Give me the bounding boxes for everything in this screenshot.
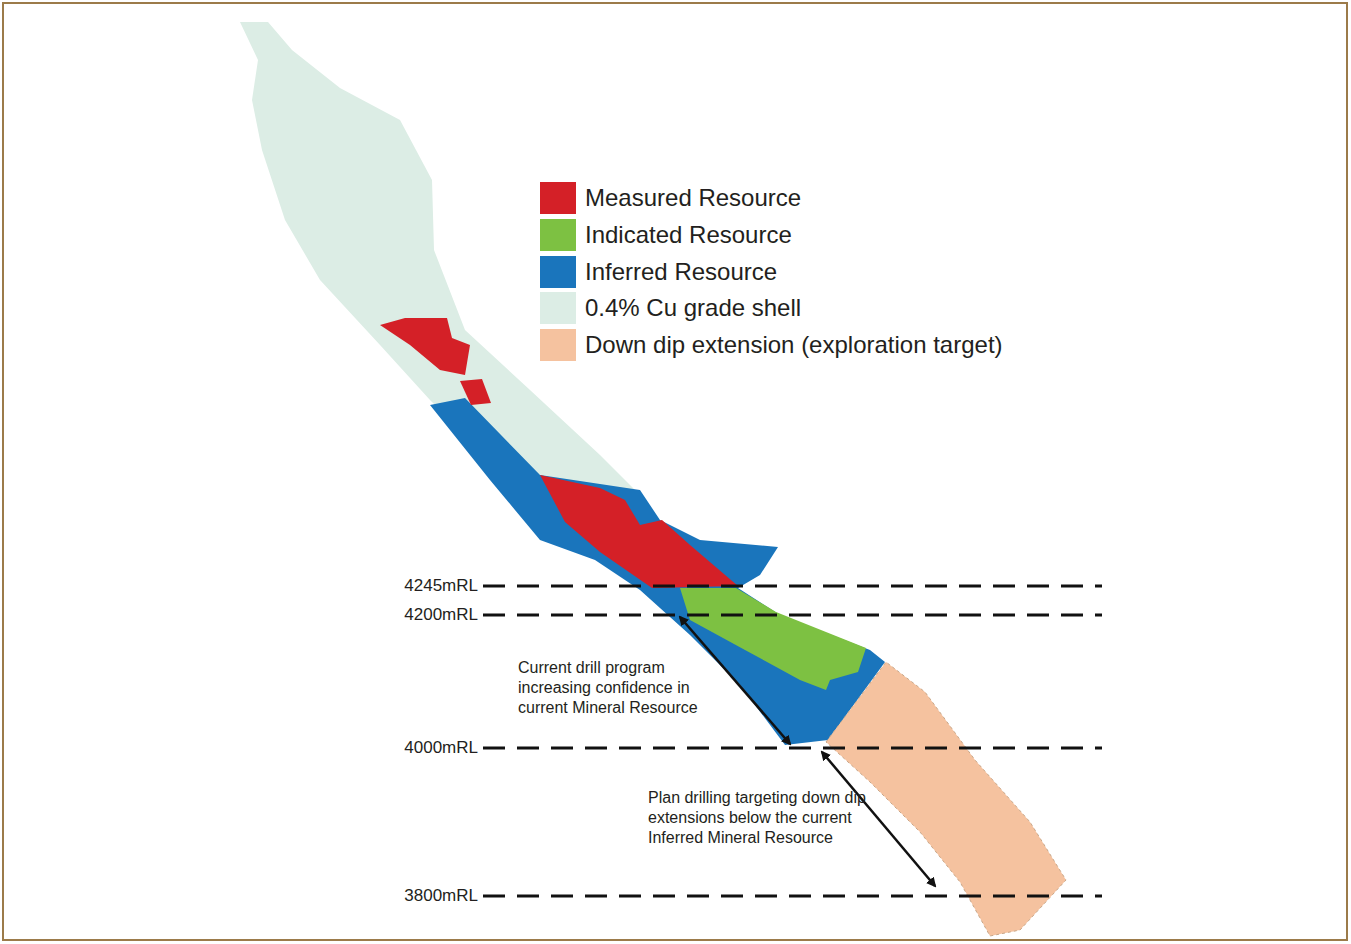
page-frame	[3, 3, 1347, 940]
level-label: 4000mRL	[358, 738, 478, 758]
legend-swatch	[540, 329, 576, 361]
grade-shell	[240, 22, 635, 510]
legend-swatch	[540, 182, 576, 214]
legend-text: Inferred Resource	[585, 257, 777, 287]
legend-swatch	[540, 292, 576, 324]
legend-swatch	[540, 256, 576, 288]
measured-resource	[380, 318, 470, 375]
level-label: 4245mRL	[358, 576, 478, 596]
legend-text: Down dip extension (exploration target)	[585, 330, 1003, 360]
annotation-note: Plan drilling targeting down dip extensi…	[648, 788, 876, 848]
double-arrow	[680, 617, 790, 744]
measured-resource	[460, 379, 491, 405]
annotation-note: Current drill program increasing confide…	[518, 658, 736, 718]
indicated-resource	[680, 588, 866, 690]
legend-text: Measured Resource	[585, 183, 801, 213]
level-label: 4200mRL	[358, 605, 478, 625]
level-label: 3800mRL	[358, 886, 478, 906]
inferred-resource	[430, 398, 885, 745]
legend-text: 0.4% Cu grade shell	[585, 293, 801, 323]
level-lines	[483, 586, 1102, 896]
measured-resource	[540, 475, 738, 588]
legend-swatch	[540, 219, 576, 251]
legend-text: Indicated Resource	[585, 220, 792, 250]
